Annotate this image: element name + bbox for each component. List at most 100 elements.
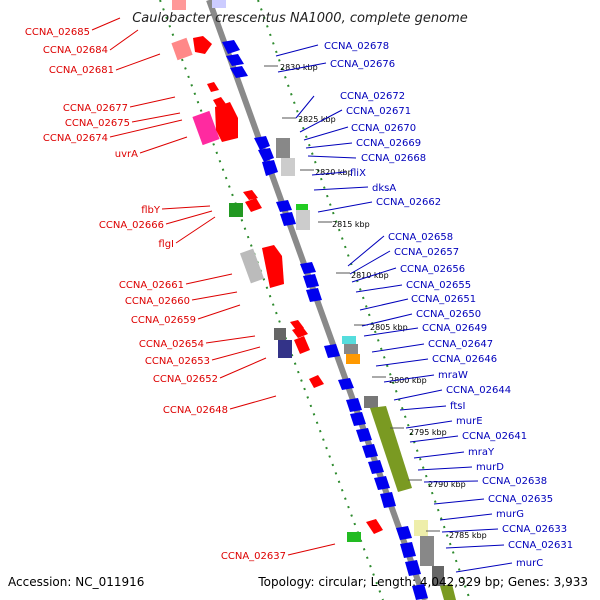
- gene-feature[interactable]: [324, 344, 340, 358]
- gene-feature[interactable]: [292, 326, 308, 338]
- gene-label[interactable]: CCNA_02658: [388, 232, 453, 243]
- gene-label[interactable]: CCNA_02668: [361, 153, 426, 164]
- gene-feature[interactable]: [420, 536, 434, 566]
- gene-feature[interactable]: [207, 82, 219, 92]
- gene-label[interactable]: CCNA_02678: [324, 41, 389, 52]
- gene-feature[interactable]: [400, 542, 416, 558]
- gene-feature[interactable]: [193, 36, 212, 54]
- gene-label[interactable]: CCNA_02681: [49, 65, 114, 76]
- gene-feature[interactable]: [254, 136, 270, 150]
- gene-label[interactable]: CCNA_02659: [131, 315, 196, 326]
- gene-feature[interactable]: [296, 204, 308, 210]
- gene-feature[interactable]: [368, 460, 384, 474]
- gene-feature[interactable]: [338, 378, 354, 390]
- gene-label[interactable]: CCNA_02666: [99, 220, 164, 231]
- gene-feature[interactable]: [296, 210, 310, 230]
- gene-feature[interactable]: [239, 248, 265, 284]
- gene-label[interactable]: CCNA_02662: [376, 197, 441, 208]
- gene-label[interactable]: murC: [516, 558, 543, 569]
- gene-label[interactable]: CCNA_02661: [119, 280, 184, 291]
- gene-label[interactable]: CCNA_02647: [428, 339, 493, 350]
- gene-label[interactable]: mraY: [468, 447, 495, 458]
- gene-label[interactable]: CCNA_02671: [346, 106, 411, 117]
- gene-feature[interactable]: [347, 532, 361, 542]
- gene-feature[interactable]: [262, 160, 278, 176]
- gene-label[interactable]: CCNA_02651: [411, 294, 476, 305]
- gene-label[interactable]: CCNA_02635: [488, 494, 553, 505]
- gene-label[interactable]: CCNA_02655: [406, 280, 471, 291]
- gene-feature[interactable]: [280, 212, 296, 226]
- gene-feature[interactable]: [262, 245, 284, 288]
- gene-label[interactable]: fliX: [350, 168, 366, 179]
- gene-feature[interactable]: [380, 492, 396, 508]
- gene-feature[interactable]: [362, 444, 378, 458]
- gene-label[interactable]: uvrA: [115, 149, 138, 160]
- gene-label[interactable]: CCNA_02654: [139, 339, 204, 350]
- gene-feature[interactable]: [212, 0, 226, 8]
- gene-feature[interactable]: [276, 138, 290, 158]
- gene-feature[interactable]: [370, 406, 412, 492]
- gene-feature[interactable]: [215, 102, 238, 142]
- gene-label[interactable]: murG: [496, 509, 524, 520]
- gene-feature[interactable]: [432, 566, 444, 586]
- gene-feature[interactable]: [222, 40, 240, 54]
- gene-label[interactable]: murE: [456, 416, 483, 427]
- gene-feature[interactable]: [342, 336, 356, 344]
- gene-feature[interactable]: [192, 110, 220, 146]
- gene-feature[interactable]: [276, 200, 292, 212]
- gene-label[interactable]: CCNA_02660: [125, 296, 190, 307]
- gene-label[interactable]: CCNA_02653: [145, 356, 210, 367]
- gene-feature[interactable]: [346, 354, 360, 364]
- gene-label[interactable]: CCNA_02675: [65, 118, 130, 129]
- gene-feature[interactable]: [364, 396, 378, 408]
- gene-label[interactable]: CCNA_02672: [340, 91, 405, 102]
- gene-label[interactable]: CCNA_02633: [502, 524, 567, 535]
- gene-feature[interactable]: [243, 190, 258, 200]
- gene-label[interactable]: CCNA_02674: [43, 133, 108, 144]
- gene-label[interactable]: CCNA_02646: [432, 354, 497, 365]
- gene-feature[interactable]: [396, 526, 412, 540]
- gene-feature[interactable]: [303, 274, 319, 288]
- gene-label[interactable]: CCNA_02670: [351, 123, 416, 134]
- gene-feature[interactable]: [300, 262, 316, 274]
- gene-feature[interactable]: [171, 37, 193, 61]
- gene-feature[interactable]: [405, 560, 421, 576]
- gene-label[interactable]: ftsI: [450, 401, 465, 412]
- gene-label[interactable]: CCNA_02684: [43, 45, 108, 56]
- gene-label[interactable]: dksA: [372, 183, 396, 194]
- gene-feature[interactable]: [229, 203, 243, 217]
- gene-label[interactable]: CCNA_02641: [462, 431, 527, 442]
- gene-feature[interactable]: [374, 476, 390, 490]
- gene-feature[interactable]: [258, 148, 274, 162]
- gene-feature[interactable]: [226, 54, 244, 66]
- gene-feature[interactable]: [344, 344, 358, 354]
- gene-feature[interactable]: [350, 412, 366, 426]
- gene-label[interactable]: flgI: [158, 239, 174, 250]
- gene-label[interactable]: flbY: [141, 205, 161, 216]
- gene-label[interactable]: CCNA_02676: [330, 59, 395, 70]
- gene-label[interactable]: mraW: [438, 370, 468, 381]
- gene-label[interactable]: CCNA_02637: [221, 551, 286, 562]
- gene-feature[interactable]: [306, 288, 322, 302]
- gene-feature[interactable]: [274, 328, 286, 340]
- gene-feature[interactable]: [366, 519, 383, 534]
- gene-label[interactable]: CCNA_02644: [446, 385, 511, 396]
- gene-label[interactable]: CCNA_02652: [153, 374, 218, 385]
- gene-label[interactable]: CCNA_02656: [400, 264, 465, 275]
- gene-feature[interactable]: [414, 520, 428, 536]
- gene-feature[interactable]: [281, 158, 295, 176]
- gene-feature[interactable]: [356, 428, 372, 442]
- gene-label[interactable]: CCNA_02685: [25, 27, 90, 38]
- gene-label[interactable]: CCNA_02648: [163, 405, 228, 416]
- gene-feature[interactable]: [294, 336, 310, 354]
- gene-label[interactable]: CCNA_02631: [508, 540, 573, 551]
- gene-label[interactable]: CCNA_02669: [356, 138, 421, 149]
- gene-label[interactable]: CCNA_02677: [63, 103, 128, 114]
- gene-label[interactable]: CCNA_02657: [394, 247, 459, 258]
- gene-label[interactable]: CCNA_02638: [482, 476, 547, 487]
- gene-label[interactable]: murD: [476, 462, 504, 473]
- gene-feature[interactable]: [230, 66, 248, 78]
- gene-label[interactable]: CCNA_02649: [422, 323, 487, 334]
- gene-label[interactable]: CCNA_02650: [416, 309, 481, 320]
- gene-feature[interactable]: [440, 584, 456, 600]
